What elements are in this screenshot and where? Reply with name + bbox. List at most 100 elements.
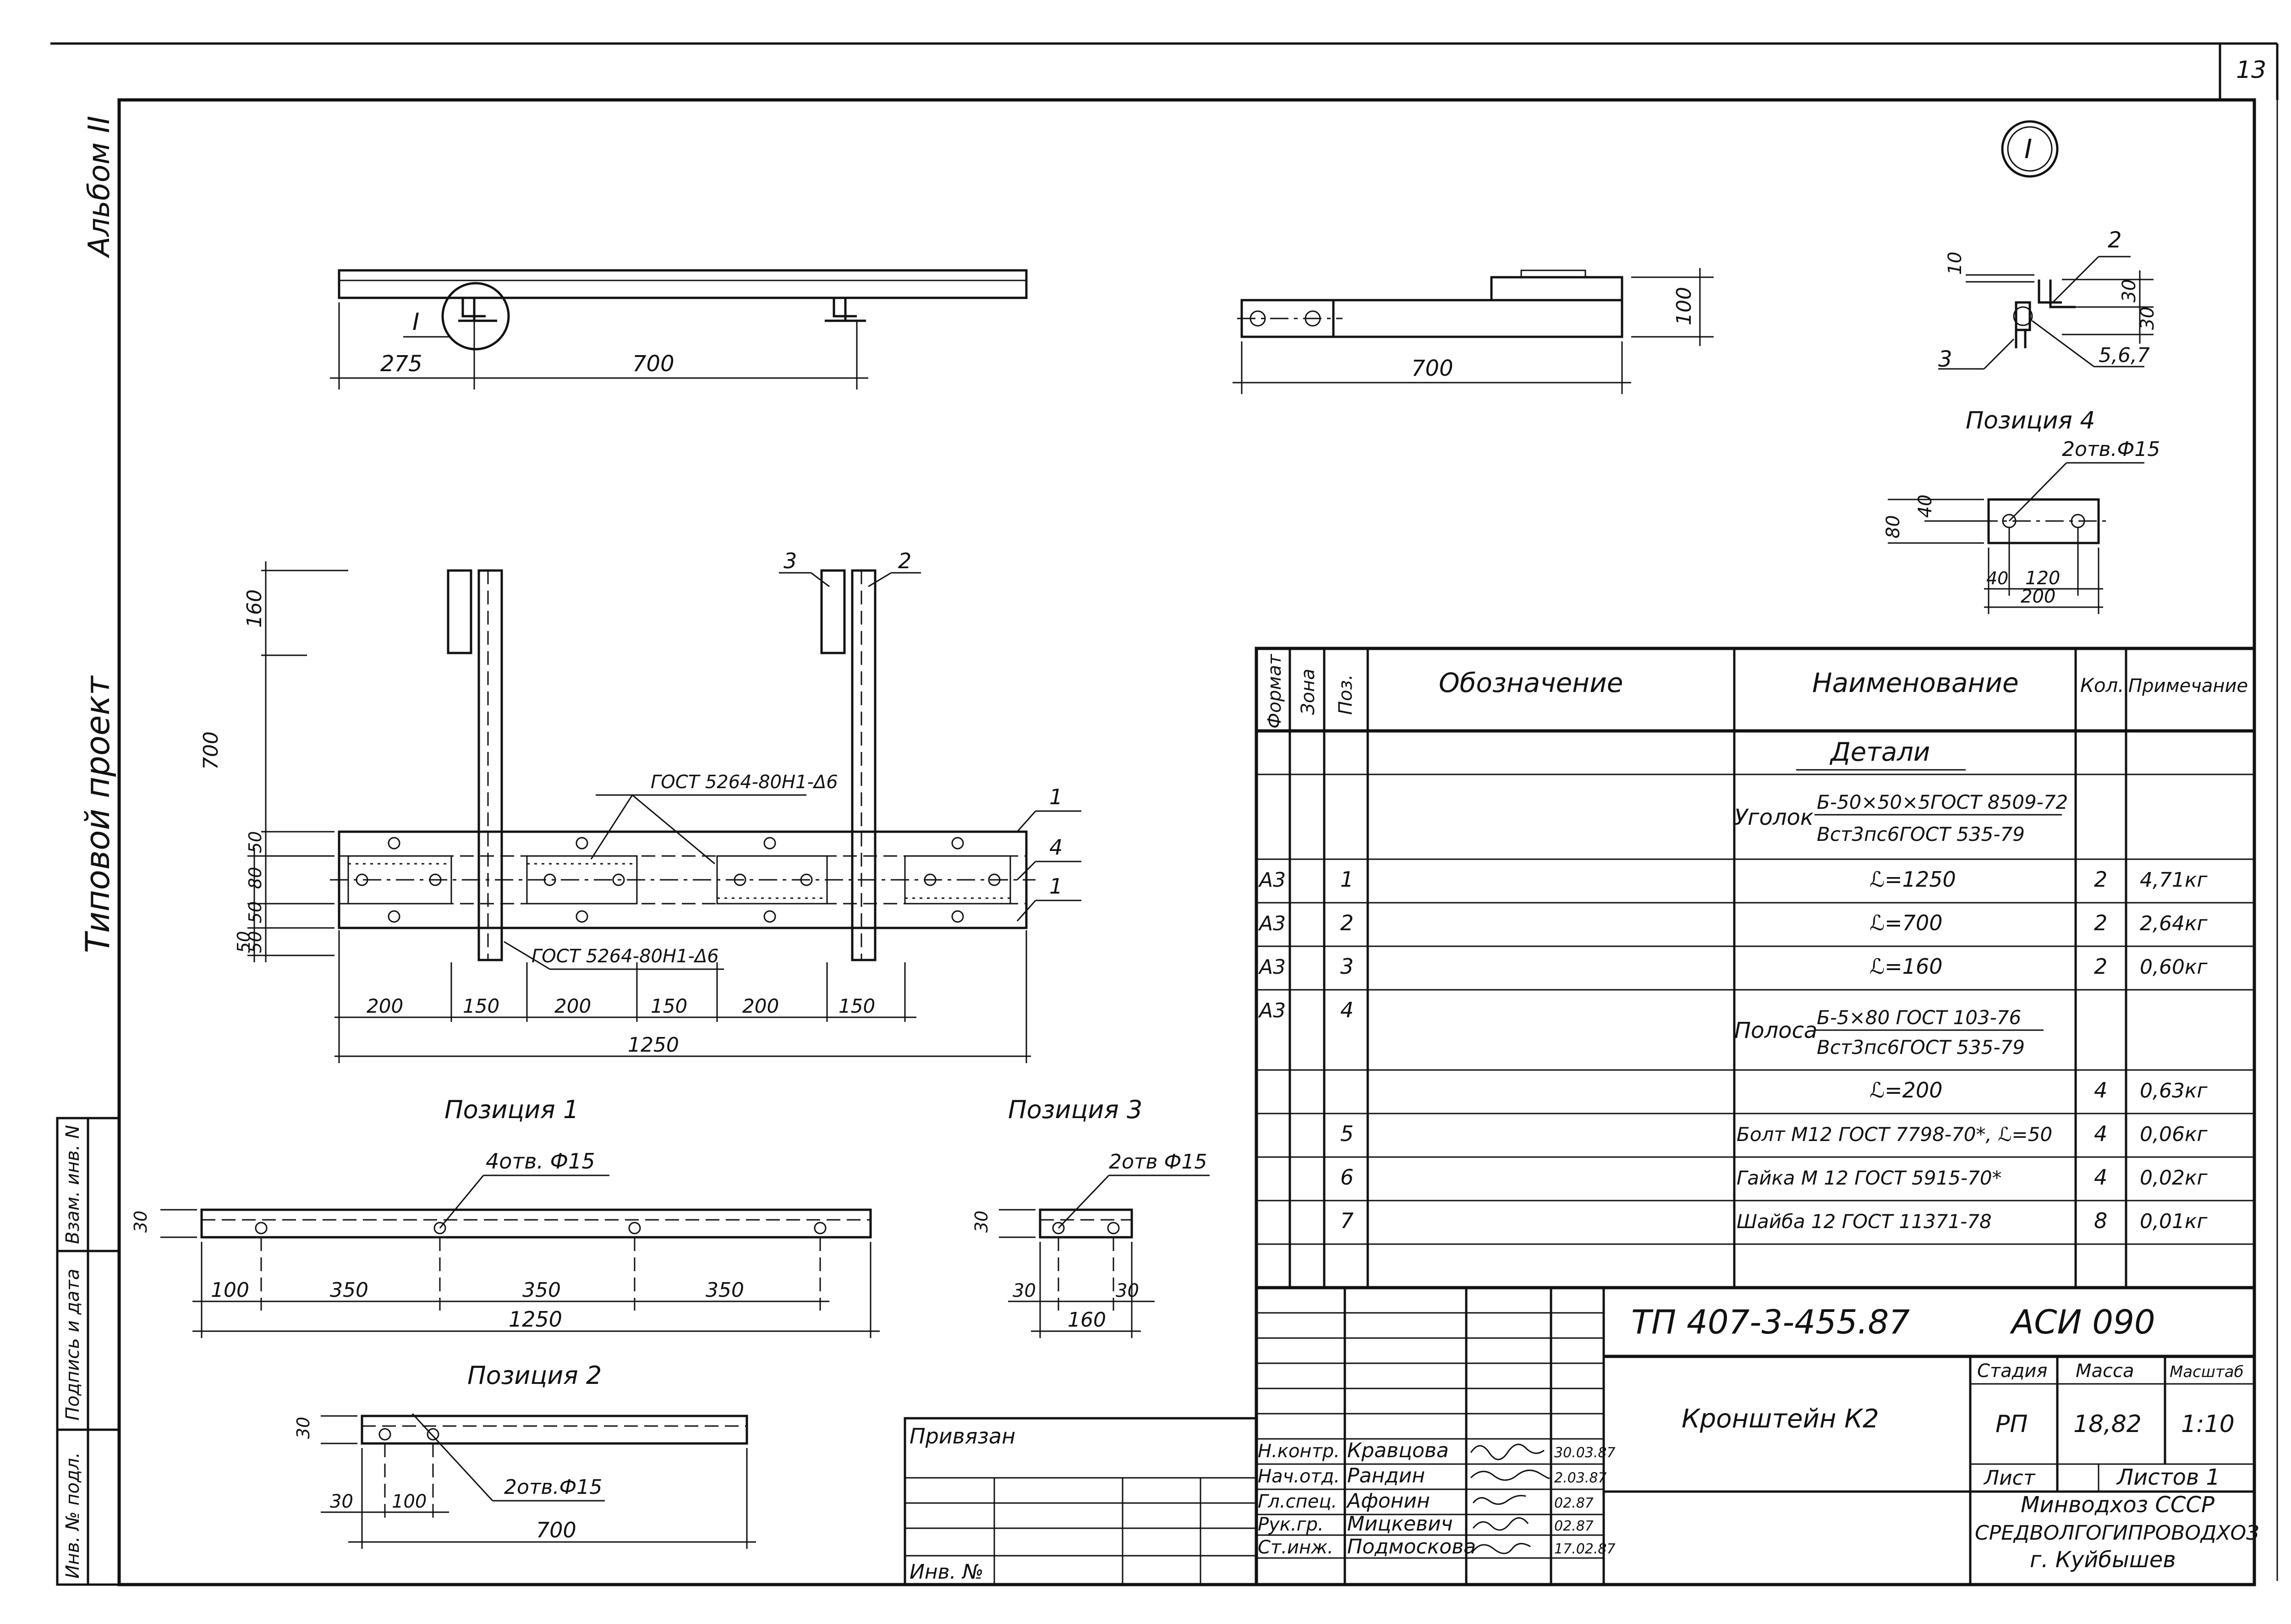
scale-value: 1:10: [2181, 1410, 2235, 1438]
node-mark: I: [2024, 133, 2032, 165]
pos2-dim-100: 100: [392, 1491, 427, 1512]
privyazan-label: Привязан: [910, 1424, 1015, 1448]
sheet-code: АСИ 090: [2010, 1303, 2155, 1341]
top-view: [330, 269, 1028, 390]
pos2-dim-30h: 30: [330, 1491, 353, 1512]
spec-row1-note: 4,71кг: [2140, 868, 2208, 892]
pos3-dim-30a: 30: [1013, 1280, 1036, 1301]
pos3-title: Позиция 3: [1008, 1095, 1142, 1124]
spec-row7-name: Гайка М 12 ГОСТ 5915-70*: [1737, 1167, 2002, 1189]
pos3-dim-30b: 30: [1116, 1280, 1139, 1301]
pos4-dim-120: 120: [2025, 568, 2060, 589]
node-callout-3: 3: [1938, 346, 1952, 372]
mass-value: 18,82: [2073, 1410, 2142, 1438]
pos2-dim-700: 700: [536, 1518, 576, 1542]
spec-strip-bottom: Вст3пс6ГОСТ 535-79: [1817, 1036, 2025, 1059]
spec-row4-pos: 4: [1340, 998, 1354, 1022]
pos4-dim-40v: 40: [1915, 494, 1936, 518]
staff1-role: Н.контр.: [1258, 1441, 1340, 1462]
spec-row2-name: ℒ=700: [1869, 911, 1942, 935]
pos4-title: Позиция 4: [1966, 407, 2095, 434]
spec-row2-pos: 2: [1340, 911, 1354, 935]
staff2-role: Нач.отд.: [1258, 1466, 1340, 1487]
side-dim-100: 100: [1672, 287, 1696, 325]
spec-row8-note: 0,01кг: [2140, 1210, 2208, 1233]
drawing-name: Кронштейн К2: [1682, 1404, 1879, 1434]
title-block: [1255, 1286, 2256, 1586]
spec-row7-note: 0,02кг: [2140, 1166, 2208, 1190]
spec-row6-note: 0,06кг: [2140, 1123, 2208, 1146]
plan-hdim-200a: 200: [367, 995, 403, 1017]
pos1-dim-100: 100: [211, 1278, 249, 1302]
pos1-dim-350c: 350: [706, 1278, 744, 1302]
spec-angle-label: Уголок: [1734, 805, 1814, 830]
left-stamp-strip: [56, 1117, 121, 1586]
vzam-inv-label: Взам. инв. N: [62, 1125, 83, 1244]
plan-callout-3: 3: [784, 549, 797, 573]
pos3-dim-30v: 30: [971, 1211, 992, 1233]
spec-row6-name: Болт М12 ГОСТ 7798-70*, ℒ=50: [1737, 1123, 2052, 1146]
spec-header-pos: Поз.: [1335, 674, 1356, 715]
stage-header: Стадия: [1977, 1361, 2047, 1382]
plan-callout-1-top: 1: [1049, 785, 1063, 809]
spec-strip-label: Полоса: [1734, 1018, 1817, 1043]
spec-row8-qty: 8: [2094, 1208, 2107, 1233]
spec-header-name: Наименование: [1812, 667, 2019, 698]
spec-row8-name: Шайба 12 ГОСТ 11371-78: [1737, 1210, 1992, 1233]
spec-row5-name: ℒ=200: [1869, 1078, 1942, 1103]
plan-vdim-80: 80: [245, 867, 265, 889]
staff5-date: 17.02.87: [1554, 1541, 1616, 1557]
org-institute: СРЕДВОЛГОГИПРОВОДХОЗ: [1975, 1521, 2259, 1545]
spec-header-note: Примечание: [2128, 675, 2248, 697]
node-dim-10: 10: [1945, 252, 1966, 275]
pos1-drawing: [160, 1174, 880, 1338]
plan-gost-bottom: ГОСТ 5264-80Н1-Δ6: [532, 946, 719, 967]
stage-value: РП: [1995, 1410, 2028, 1438]
staff1-date: 30.03.87: [1554, 1445, 1616, 1461]
mass-header: Масса: [2076, 1361, 2134, 1382]
binding-box: [904, 1417, 1258, 1586]
spec-angle-bottom: Вст3пс6ГОСТ 535-79: [1817, 823, 2025, 845]
plan-hdim-200c: 200: [742, 995, 779, 1017]
staff2-date: 2.03.87: [1554, 1470, 1607, 1486]
spec-row4-format: А3: [1258, 999, 1286, 1022]
inv-podl-label: Инв. № подл.: [62, 1452, 83, 1579]
org-ministry: Минводхоз СССР: [2021, 1492, 2214, 1518]
spec-row5-qty: 4: [2094, 1078, 2107, 1103]
staff5-role: Ст.инж.: [1258, 1537, 1333, 1558]
spec-row1-format: А3: [1258, 868, 1286, 892]
pos2-holes: 2отв.Ф15: [504, 1476, 602, 1499]
plan-vdim-160: 160: [243, 589, 266, 628]
podpis-label: Подпись и дата: [62, 1269, 83, 1421]
page-number: 13: [2236, 56, 2266, 84]
plan-hdim-150c: 150: [839, 995, 875, 1017]
spec-row1-qty: 2: [2094, 867, 2107, 892]
spec-row1-pos: 1: [1340, 867, 1354, 892]
spec-row3-note: 0,60кг: [2140, 955, 2208, 979]
plan-vdim-700: 700: [199, 731, 223, 770]
plan-vdim-50b: 50: [245, 901, 265, 923]
album-label: Альбом II: [82, 116, 116, 258]
spec-row2-format: А3: [1258, 912, 1286, 935]
signatures: [1470, 1443, 1550, 1554]
pos1-holes: 4отв. Ф15: [486, 1149, 595, 1174]
inv-number-label: Инв. №: [910, 1560, 983, 1584]
top-dim-700: 700: [632, 351, 674, 377]
side-dim-700: 700: [1411, 356, 1453, 381]
plan-total-1250: 1250: [628, 1033, 679, 1057]
pos4-dim-40h: 40: [1986, 568, 2008, 588]
pos4-dim-200: 200: [2021, 586, 2055, 607]
spec-row3-name: ℒ=160: [1869, 954, 1942, 979]
spec-row2-note: 2,64кг: [2140, 912, 2208, 935]
staff2-name: Рандин: [1347, 1464, 1425, 1487]
pos1-dim-1250: 1250: [509, 1307, 562, 1332]
spec-header-format: Формат: [1264, 653, 1285, 729]
pos1-title: Позиция 1: [444, 1095, 579, 1124]
node-dim-30a: 30: [2119, 279, 2140, 302]
side-view: [1233, 268, 1714, 394]
pos4-dim-80: 80: [1883, 515, 1904, 538]
pos2-title: Позиция 2: [467, 1361, 602, 1390]
pos2-drawing: [321, 1413, 756, 1549]
spec-row1-name: ℒ=1250: [1869, 867, 1956, 892]
